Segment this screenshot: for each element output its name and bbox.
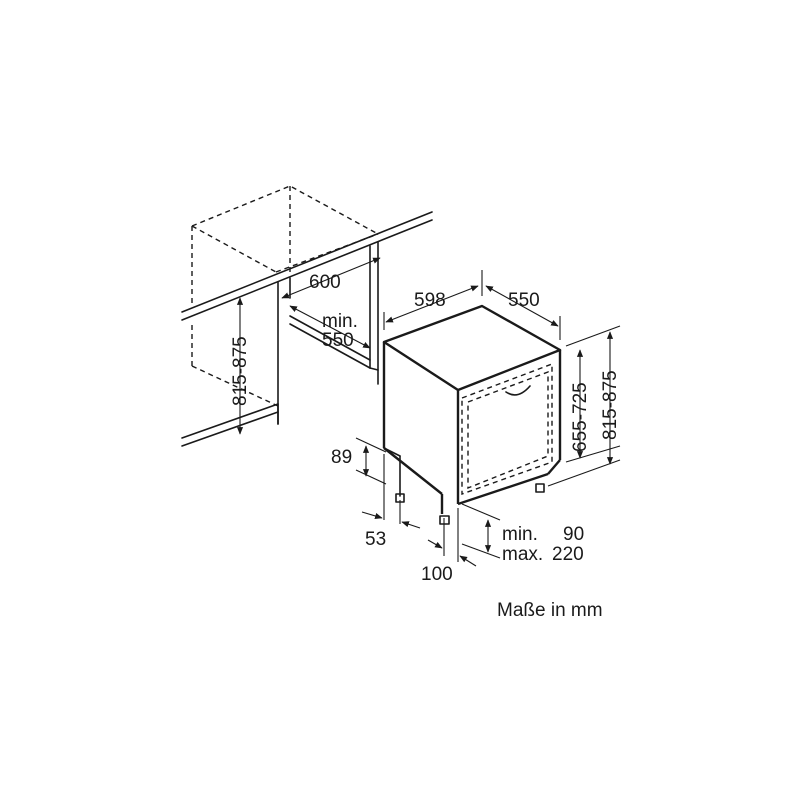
label-foot-depth: 100 — [421, 564, 453, 585]
label-cabinet-depth: 600 — [309, 272, 341, 293]
label-plinth-height: 89 — [331, 447, 352, 468]
label-appliance-body-height: 655-725 — [570, 382, 591, 452]
label-appliance-depth: 550 — [508, 290, 540, 311]
label-cabinet-height: 815-875 — [230, 336, 251, 406]
label-foot-setback: 53 — [365, 529, 386, 550]
dim-appliance-total-height — [547, 331, 621, 487]
dim-foot-depth — [427, 508, 477, 567]
label-plinth-max-value: 220 — [552, 544, 584, 565]
caption-units: Maße in mm — [497, 600, 603, 621]
label-appliance-total-height: 815-875 — [600, 370, 621, 440]
label-niche-value: 550 — [322, 330, 354, 351]
label-appliance-width: 598 — [414, 290, 446, 311]
label-plinth-min: min. — [502, 524, 538, 545]
label-niche-min: min. — [322, 311, 358, 332]
label-plinth-min-value: 90 — [563, 524, 584, 545]
countertop — [181, 211, 433, 321]
cabinet-plinth — [181, 403, 279, 447]
dishwasher-feet — [395, 483, 545, 525]
dim-foot-setback — [361, 454, 421, 529]
dim-appliance-width — [383, 270, 483, 330]
door-handle — [505, 385, 531, 396]
dim-cabinet-depth — [281, 257, 381, 299]
dishwasher-door — [461, 362, 553, 495]
label-plinth-max: max. — [502, 544, 543, 565]
dim-plinth-range — [461, 503, 501, 559]
dim-niche-depth — [289, 305, 371, 349]
dishwasher-body — [382, 304, 562, 514]
dim-plinth-height — [355, 437, 387, 485]
dim-appliance-depth — [485, 285, 561, 340]
